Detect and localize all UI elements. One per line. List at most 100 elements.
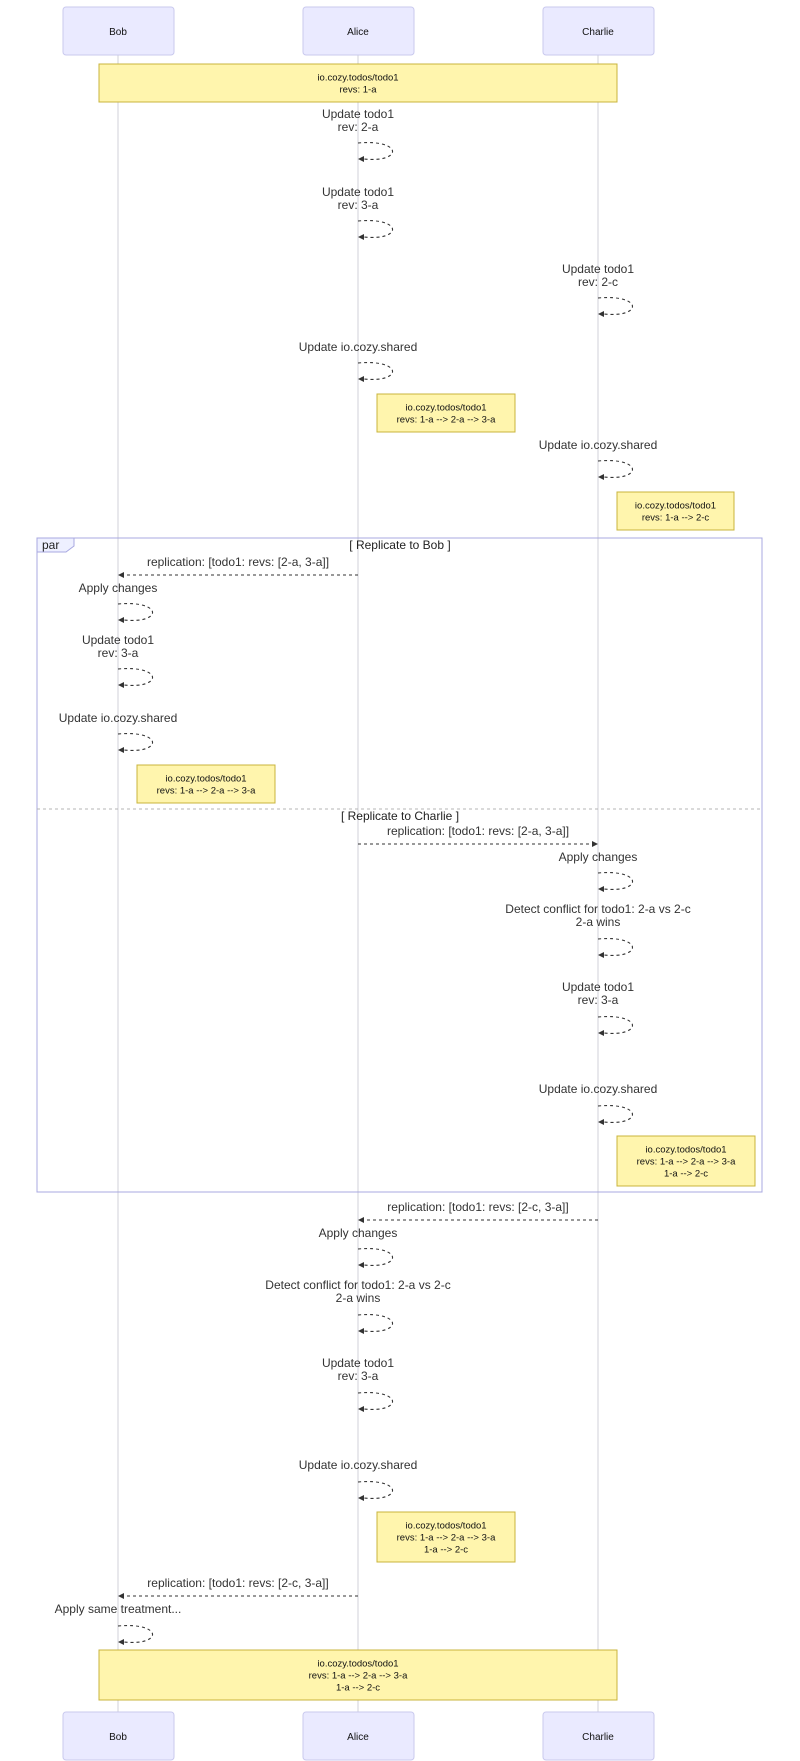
- self-message-label: Update todo1: [562, 262, 634, 276]
- step-msg-8: replication: [todo1: revs: [2-a, 3-a]]: [118, 555, 358, 578]
- note-text-line: io.cozy.todos/todo1: [405, 403, 486, 414]
- actor-top-charlie-label: Charlie: [582, 27, 614, 38]
- step-self-11: Update io.cozy.shared: [59, 711, 178, 753]
- self-message-loop: [117, 1625, 153, 1643]
- note-box: [616, 491, 735, 531]
- note-text-line: revs: 1-a --> 2-c: [642, 513, 710, 524]
- self-message-label: Update todo1: [562, 980, 634, 994]
- note-text-line: revs: 1-a --> 2-a --> 3-a: [397, 415, 496, 426]
- self-message-loop: [357, 1392, 393, 1410]
- self-message-loop: [597, 938, 633, 956]
- self-message-loop: [597, 460, 633, 478]
- message-label: replication: [todo1: revs: [2-c, 3-a]]: [387, 1200, 568, 1214]
- self-message-label: Detect conflict for todo1: 2-a vs 2-c: [265, 1278, 450, 1292]
- actor-top-charlie-box: [542, 6, 655, 56]
- self-message-loop: [597, 297, 633, 315]
- self-message-label: Detect conflict for todo1: 2-a vs 2-c: [505, 902, 690, 916]
- self-message-label: rev: 3-a: [578, 993, 619, 1007]
- note-text-line: revs: 1-a --> 2-a --> 3-a: [637, 1157, 736, 1168]
- message-arrowhead: [118, 572, 124, 578]
- self-message-loop: [117, 603, 153, 621]
- self-message-loop: [357, 1314, 393, 1332]
- self-message-arrowhead: [598, 1030, 604, 1036]
- actors-bottom: Bob Alice Charlie: [62, 1711, 655, 1761]
- self-message-loop: [357, 1481, 393, 1499]
- step-msg-13: replication: [todo1: revs: [2-a, 3-a]]: [358, 824, 598, 847]
- self-message-label: rev: 2-c: [578, 275, 618, 289]
- actors-top: Bob Alice Charlie: [62, 6, 655, 56]
- self-message-label: Update todo1: [82, 633, 154, 647]
- self-message-arrowhead: [598, 474, 604, 480]
- note-text-line: io.cozy.todos/todo1: [645, 1145, 726, 1156]
- actor-top-alice-box: [302, 6, 415, 56]
- self-message-arrowhead: [598, 1119, 604, 1125]
- self-message-arrowhead: [598, 311, 604, 317]
- note-text-line: io.cozy.todos/todo1: [317, 1659, 398, 1670]
- self-message-label: 2-a wins: [336, 1291, 381, 1305]
- actor-top-bob-box: [62, 6, 175, 56]
- self-message-label: Update todo1: [322, 185, 394, 199]
- self-message-arrowhead: [118, 1639, 124, 1645]
- actor-top-bob-label: Bob: [109, 27, 127, 38]
- self-message-arrowhead: [118, 617, 124, 623]
- par-section-label-bob: [ Replicate to Bob ]: [349, 538, 450, 552]
- self-message-arrowhead: [118, 682, 124, 688]
- self-message-loop: [357, 220, 393, 238]
- note-text-line: revs: 1-a --> 2-a --> 3-a: [397, 1533, 496, 1544]
- step-self-20: Apply changes: [319, 1226, 398, 1268]
- message-arrowhead: [118, 1593, 124, 1599]
- note-text-line: io.cozy.todos/todo1: [635, 501, 716, 512]
- note-text-line: io.cozy.todos/todo1: [405, 1521, 486, 1532]
- par-frame-border: [36, 537, 763, 1193]
- step-self-23: Update io.cozy.shared: [299, 1458, 417, 1501]
- note-text-line: io.cozy.todos/todo1: [317, 73, 398, 84]
- self-message-label: rev: 3-a: [338, 198, 379, 212]
- actor-bottom-charlie: Charlie: [542, 1711, 655, 1761]
- self-message-label: Apply changes: [319, 1226, 398, 1240]
- self-message-loop: [597, 872, 633, 890]
- self-message-arrowhead: [118, 747, 124, 753]
- self-message-label: Update io.cozy.shared: [539, 1082, 658, 1096]
- self-message-label: Update todo1: [322, 1356, 394, 1370]
- actor-bottom-alice: Alice: [302, 1711, 415, 1761]
- note-text-line: 1-a --> 2-c: [424, 1545, 468, 1556]
- self-message-label: Update todo1: [322, 107, 394, 121]
- par-section-label-charlie: [ Replicate to Charlie ]: [341, 809, 459, 823]
- step-self-26: Apply same treatment...: [55, 1602, 182, 1645]
- self-message-label: Update io.cozy.shared: [59, 711, 178, 725]
- step-msg-25: replication: [todo1: revs: [2-c, 3-a]]: [118, 1576, 358, 1599]
- note-box: [376, 1511, 516, 1563]
- actor-top-bob: Bob: [62, 6, 175, 56]
- message-label: replication: [todo1: revs: [2-a, 3-a]]: [387, 824, 569, 838]
- self-message-loop: [117, 668, 153, 686]
- self-message-label: Apply changes: [79, 581, 158, 595]
- step-self-21: Detect conflict for todo1: 2-a vs 2-c2-a…: [265, 1278, 451, 1334]
- actor-bottom-charlie-label: Charlie: [582, 1732, 614, 1743]
- actor-bottom-bob-label: Bob: [109, 1732, 127, 1743]
- note-text-line: 1-a --> 2-c: [336, 1683, 380, 1694]
- self-message-label: rev: 3-a: [98, 646, 139, 660]
- note-text-line: 1-a --> 2-c: [664, 1169, 708, 1180]
- self-message-loop: [357, 362, 393, 380]
- actor-bottom-alice-box: [302, 1711, 415, 1761]
- note-text-line: revs: 1-a: [340, 85, 378, 96]
- lifelines: [117, 55, 599, 1712]
- note-box: [616, 1135, 756, 1187]
- self-message-arrowhead: [598, 952, 604, 958]
- self-message-arrowhead: [358, 234, 364, 240]
- actor-top-charlie: Charlie: [542, 6, 655, 56]
- self-message-arrowhead: [358, 1262, 364, 1268]
- note-box: [376, 393, 516, 433]
- actor-bottom-alice-label: Alice: [347, 1732, 369, 1743]
- self-message-loop: [357, 1248, 393, 1266]
- note-box: [136, 764, 276, 804]
- actor-bottom-bob-box: [62, 1711, 175, 1761]
- self-message-label: Apply same treatment...: [55, 1602, 182, 1616]
- actor-top-alice-label: Alice: [347, 27, 369, 38]
